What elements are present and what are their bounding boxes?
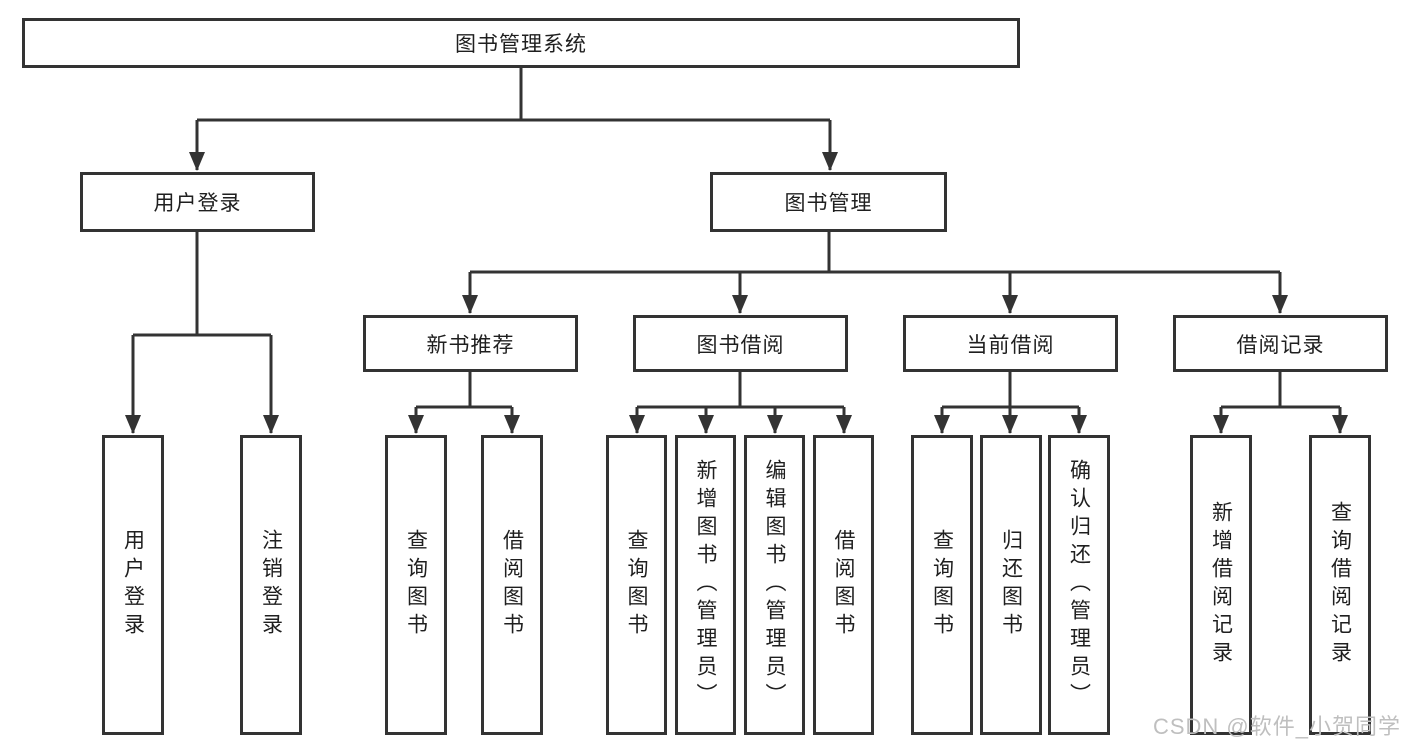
node-root-system: 图书管理系统 — [22, 18, 1020, 68]
node-user-login-branch: 用户登录 — [80, 172, 315, 232]
leaf-confirm-return-admin: 确认归还（管理员） — [1048, 435, 1110, 735]
leaf-query-books-recommend: 查询图书 — [385, 435, 447, 735]
node-book-management-branch: 图书管理 — [710, 172, 947, 232]
leaf-borrow-books: 借阅图书 — [813, 435, 874, 735]
node-new-book-recommendation: 新书推荐 — [363, 315, 578, 372]
node-current-borrowing: 当前借阅 — [903, 315, 1118, 372]
leaf-query-books-current: 查询图书 — [911, 435, 973, 735]
leaf-add-borrow-record: 新增借阅记录 — [1190, 435, 1252, 735]
leaf-query-borrow-record: 查询借阅记录 — [1309, 435, 1371, 735]
node-borrowing-records: 借阅记录 — [1173, 315, 1388, 372]
leaf-query-books-borrow: 查询图书 — [606, 435, 667, 735]
leaf-user-login: 用户登录 — [102, 435, 164, 735]
csdn-watermark: CSDN @软件_小贺同学 — [1152, 714, 1401, 739]
node-book-borrowing: 图书借阅 — [633, 315, 848, 372]
leaf-borrow-books-recommend: 借阅图书 — [481, 435, 543, 735]
leaf-add-books-admin: 新增图书（管理员） — [675, 435, 736, 735]
leaf-logout: 注销登录 — [240, 435, 302, 735]
leaf-return-books: 归还图书 — [980, 435, 1042, 735]
leaf-edit-books-admin: 编辑图书（管理员） — [744, 435, 805, 735]
